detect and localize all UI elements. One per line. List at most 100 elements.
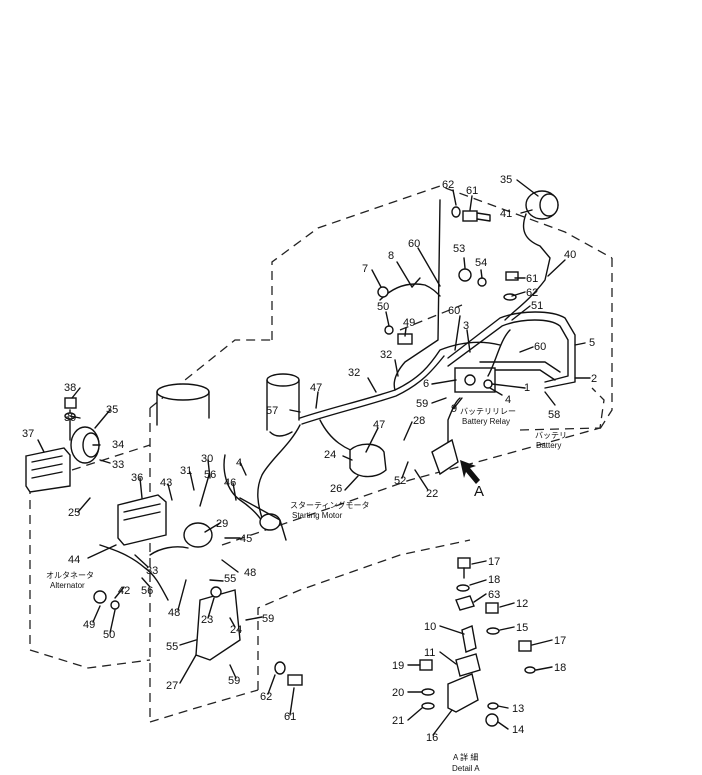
callout-number: 54 xyxy=(475,257,487,269)
callout-number: 33 xyxy=(112,459,124,471)
callout-number: 12 xyxy=(516,598,528,610)
washer-54 xyxy=(477,277,487,287)
callout-number: 36 xyxy=(131,472,143,484)
washer-18 xyxy=(456,584,470,592)
bolt-23 xyxy=(210,586,222,598)
detail-a xyxy=(419,557,536,727)
callout-number: 37 xyxy=(22,428,34,440)
washer-21 xyxy=(421,702,435,710)
callout-number: 27 xyxy=(166,680,178,692)
callout-number: 61 xyxy=(466,185,478,197)
bolt-12 xyxy=(485,602,499,614)
callout-number: 46 xyxy=(224,477,236,489)
callout-number: 32 xyxy=(348,367,360,379)
starting-motor-terminal xyxy=(259,513,281,531)
callout-number: 29 xyxy=(216,518,228,530)
callout-number: 43 xyxy=(160,477,172,489)
washer-50-b xyxy=(110,600,120,610)
callout-number: 4 xyxy=(505,394,511,406)
callout-number: 14 xyxy=(512,724,524,736)
callout-number: 61 xyxy=(284,711,296,723)
callout-number: 34 xyxy=(112,439,124,451)
bolt-38 xyxy=(64,397,77,409)
bolt-61-head-b xyxy=(505,271,519,281)
callout-number: 56 xyxy=(204,469,216,481)
callout-number: 19 xyxy=(392,660,404,672)
muffler-stack xyxy=(266,373,300,387)
callout-number: 49 xyxy=(403,317,415,329)
callout-number: 30 xyxy=(201,453,213,465)
bracket-27 xyxy=(195,589,241,661)
callout-number: 22 xyxy=(426,488,438,500)
callout-number: 38 xyxy=(64,382,76,394)
callout-number: 56 xyxy=(141,585,153,597)
callout-number: 8 xyxy=(388,250,394,262)
battery-label-jp: バッテリ xyxy=(535,431,567,440)
callout-number: 50 xyxy=(103,629,115,641)
callout-number: 62 xyxy=(260,691,272,703)
callout-number: 51 xyxy=(531,300,543,312)
starter-relay-24 xyxy=(349,443,387,478)
callout-number: 21 xyxy=(392,715,404,727)
callout-number: 63 xyxy=(488,589,500,601)
bracket-10 xyxy=(461,625,477,653)
callout-number: 60 xyxy=(408,238,420,250)
callout-number: 17 xyxy=(488,556,500,568)
callout-number: 25 xyxy=(68,507,80,519)
callout-number: 17 xyxy=(554,635,566,647)
bolt-49-b xyxy=(93,590,107,604)
callout-number: 42 xyxy=(118,585,130,597)
nut-14 xyxy=(485,713,499,727)
bracket-63 xyxy=(455,595,475,611)
battery-relay-label: Battery Relay xyxy=(462,417,510,426)
callout-number: 39 xyxy=(64,412,76,424)
alternator-pulley xyxy=(183,522,213,548)
bolt-61-c xyxy=(287,674,303,686)
battery-label: Battery xyxy=(536,441,561,450)
bolt-19 xyxy=(419,659,433,671)
callout-number: 7 xyxy=(362,263,368,275)
callout-number: 35 xyxy=(106,404,118,416)
callout-number: 45 xyxy=(240,533,252,545)
callout-number: 50 xyxy=(377,301,389,313)
callout-number: 35 xyxy=(500,174,512,186)
bolt-17 xyxy=(457,557,471,569)
battery-relay-label-jp: バッテリリレー xyxy=(460,407,516,416)
callout-number: 24 xyxy=(324,449,336,461)
callout-number: 33 xyxy=(146,565,158,577)
callout-number: 1 xyxy=(524,382,530,394)
callout-number: 13 xyxy=(512,703,524,715)
view-arrow-a-icon xyxy=(460,460,480,484)
callout-number: 2 xyxy=(591,373,597,385)
air-cleaner-cap xyxy=(156,383,210,401)
callout-number: 41 xyxy=(500,208,512,220)
callout-number: 4 xyxy=(236,457,242,469)
callout-number: 58 xyxy=(548,409,560,421)
callout-number: 48 xyxy=(168,607,180,619)
bolt-53 xyxy=(458,268,472,282)
callout-number: 59 xyxy=(228,675,240,687)
callout-number: 26 xyxy=(330,483,342,495)
callout-number: 18 xyxy=(554,662,566,674)
callout-number: 57 xyxy=(266,405,278,417)
callout-number: 24 xyxy=(230,624,242,636)
leader-lines xyxy=(37,179,591,736)
washer-50 xyxy=(384,325,394,335)
callout-number: 59 xyxy=(262,613,274,625)
box-36 xyxy=(117,494,167,546)
callout-number: 31 xyxy=(180,465,192,477)
starting-motor-label-jp: スターティングモータ xyxy=(290,500,370,510)
battery-relay-terminal xyxy=(483,379,493,389)
component-captions: バッテリリレー Battery Relay バッテリ Battery スターティ… xyxy=(46,407,567,773)
callout-number: 9 xyxy=(451,403,457,415)
callout-number: 15 xyxy=(516,622,528,634)
callout-number: 60 xyxy=(534,341,546,353)
clamp-7 xyxy=(377,286,389,298)
callout-number: 18 xyxy=(488,574,500,586)
callout-number: 5 xyxy=(589,337,595,349)
bolt-17-b xyxy=(518,640,532,652)
callout-numbers: 35 41 62 61 40 53 54 61 62 51 60 7 8 50 … xyxy=(22,174,597,744)
bolt-61-head xyxy=(462,210,478,222)
view-a-label: A xyxy=(474,483,484,500)
